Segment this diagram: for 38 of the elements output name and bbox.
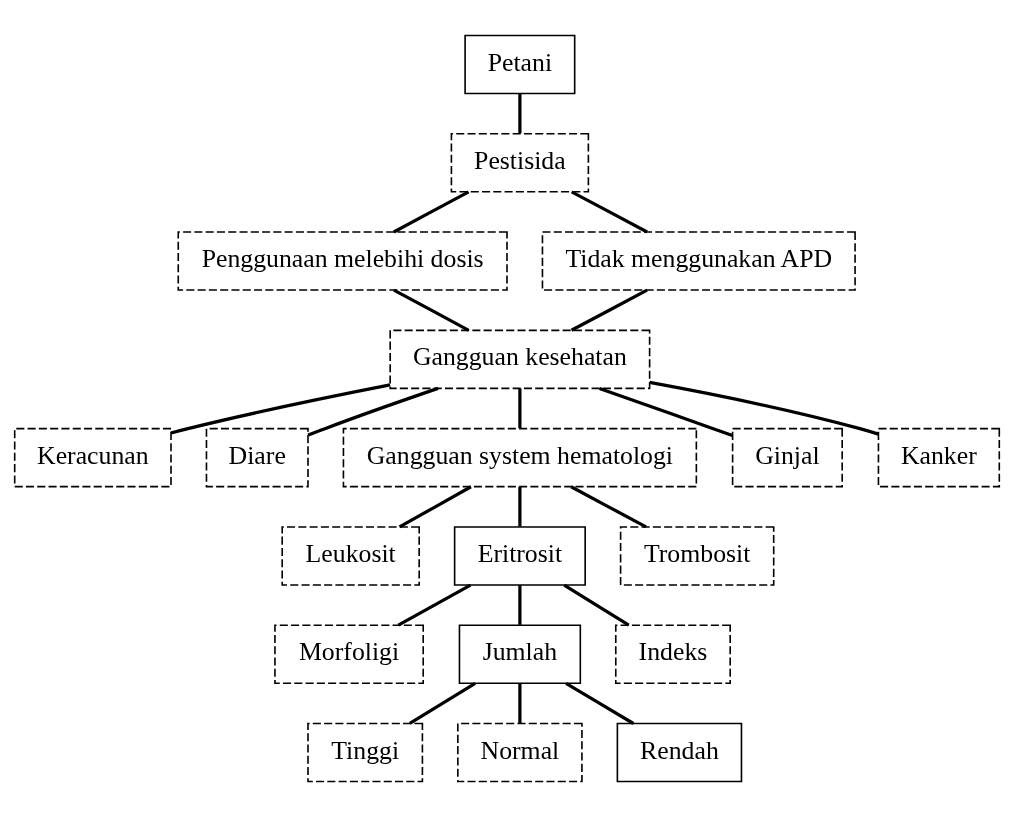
node-box: Diare <box>205 427 309 487</box>
node-box: Leukosit <box>281 525 420 586</box>
connector <box>307 386 439 437</box>
node-box: Kanker <box>877 427 1001 487</box>
connector <box>518 93 522 133</box>
node-box: Trombosit <box>619 525 775 586</box>
connector <box>518 584 522 625</box>
connector <box>393 189 470 233</box>
node-box: Eritrosit <box>453 525 586 586</box>
connector <box>393 288 470 332</box>
node-box: Gangguan system hematologi <box>342 427 698 487</box>
node-box: Indeks <box>614 623 731 684</box>
node-box: Tidak menggunakan APD <box>541 230 856 291</box>
connector <box>398 484 472 528</box>
connector <box>518 387 522 428</box>
connector <box>397 583 472 627</box>
connector <box>518 682 522 723</box>
connector <box>570 189 648 233</box>
node-box: Penggunaan melebihi dosis <box>177 230 508 291</box>
connector <box>565 681 635 725</box>
connector <box>563 583 630 627</box>
node-box: Rendah <box>616 722 743 782</box>
node-box: Petani <box>464 34 576 94</box>
node-box: Normal <box>457 722 583 782</box>
connector <box>170 382 391 434</box>
connector <box>570 288 648 332</box>
connector <box>598 386 733 437</box>
node-box: Keracunan <box>13 427 172 487</box>
node-box: Jumlah <box>458 623 582 684</box>
node-box: Morfoligi <box>274 623 424 684</box>
connector <box>649 380 879 436</box>
connector <box>409 681 476 725</box>
node-box: Ginjal <box>731 427 843 487</box>
node-box: Tinggi <box>307 722 424 782</box>
node-box: Pestisida <box>450 132 590 193</box>
connector <box>518 486 522 527</box>
connector <box>570 484 647 528</box>
node-box: Gangguan kesehatan <box>389 329 651 389</box>
